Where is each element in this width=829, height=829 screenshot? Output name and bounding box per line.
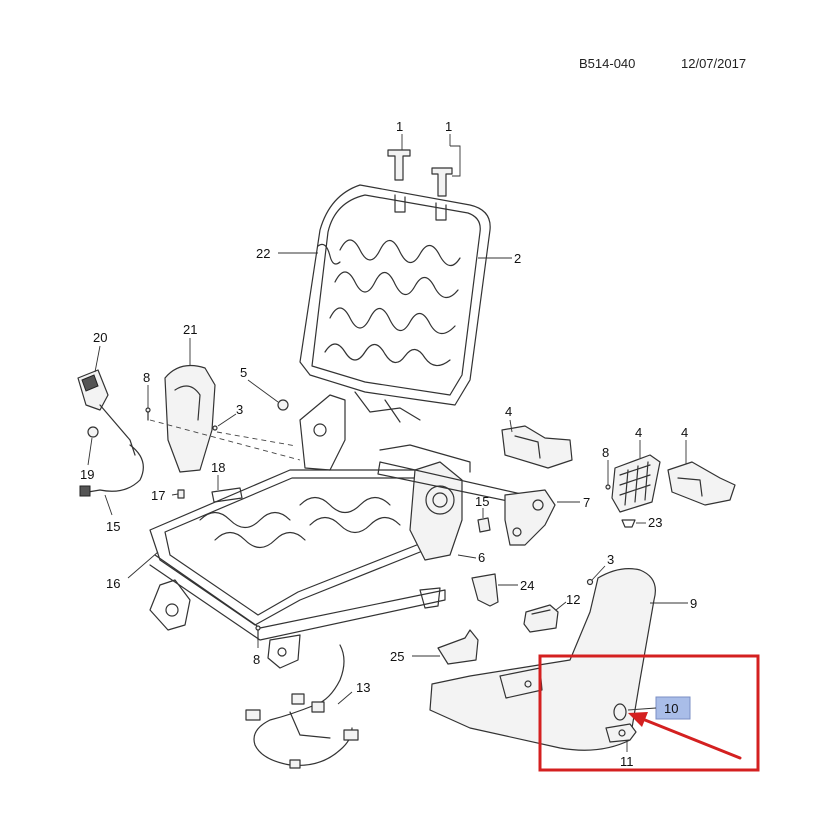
callout-15a: 15 [106, 519, 120, 534]
part-25-bracket [437, 629, 479, 665]
part-23-clip [621, 519, 636, 528]
callout-20: 20 [93, 330, 107, 345]
callout-18: 18 [211, 460, 225, 475]
callout-1b: 1 [445, 119, 452, 134]
callout-8a: 8 [143, 370, 150, 385]
callout-19: 19 [80, 467, 94, 482]
leader-lines [87, 134, 688, 752]
part-8-screw-left [145, 407, 151, 421]
part-11-lever [605, 723, 637, 743]
highlight-box [538, 654, 760, 772]
part-15-wiring-harness-left [79, 444, 144, 497]
callout-12: 12 [566, 592, 580, 607]
callout-13: 13 [356, 680, 370, 695]
part-13-wiring-harness-bottom [245, 644, 359, 769]
callout-11: 11 [620, 754, 634, 769]
part-3-screw-right [586, 578, 594, 586]
callout-2: 2 [514, 251, 521, 266]
part-9-outer-trim-panel [429, 568, 656, 751]
dashed-alignment-left [149, 419, 301, 461]
callout-17: 17 [151, 488, 165, 503]
part-6-recliner-side-plate [299, 394, 463, 561]
callout-21: 21 [183, 322, 197, 337]
part-4-bracket-right-mesh [611, 454, 661, 513]
dashed-alignment-cover [216, 431, 297, 447]
callout-4a: 4 [505, 404, 512, 419]
part-21-side-cover [164, 365, 216, 473]
part-12-switch [523, 604, 559, 633]
part-16-seat-cushion-frame [149, 469, 451, 669]
part-22-wire-clip [317, 243, 341, 265]
highlight-arrow [628, 712, 742, 760]
part-3-screw-left [212, 425, 218, 431]
callout-9: 9 [690, 596, 697, 611]
part-15-connector [477, 517, 491, 533]
callout-5: 5 [240, 365, 247, 380]
part-24-bracket [471, 573, 499, 607]
callout-3a: 3 [236, 402, 243, 417]
part-8-screw-right [605, 484, 611, 490]
part-18-trim [211, 487, 243, 503]
callout-4b: 4 [635, 425, 642, 440]
callout-8c: 8 [602, 445, 609, 460]
diagram-id: B514-040 [579, 56, 636, 71]
part-1-headrest-guide-left [387, 149, 411, 181]
callout-10: 10 [664, 701, 678, 716]
part-17-screw [177, 489, 185, 499]
callout-16: 16 [106, 576, 120, 591]
callout-6: 6 [478, 550, 485, 565]
part-19-buckle-bolt [87, 426, 99, 438]
callout-1a: 1 [396, 119, 403, 134]
callout-4c: 4 [681, 425, 688, 440]
part-1-headrest-guide-right [431, 145, 461, 197]
diagram-date: 12/07/2017 [681, 56, 747, 71]
part-4-bracket-right [667, 461, 736, 506]
part-4-bracket-center [501, 425, 573, 469]
callout-3b: 3 [607, 552, 614, 567]
part-10-knob [613, 703, 627, 721]
callout-24: 24 [520, 578, 534, 593]
callout-25: 25 [390, 649, 404, 664]
callout-8b: 8 [253, 652, 260, 667]
callout-7: 7 [583, 495, 590, 510]
callout-15b: 15 [475, 494, 489, 509]
callout-23: 23 [648, 515, 662, 530]
part-20-seat-belt-buckle [77, 369, 136, 456]
leader-10 [627, 707, 657, 711]
part-7-cross-tube-bracket [377, 444, 556, 546]
callout-22: 22 [256, 246, 270, 261]
part-2-seatback-frame [299, 184, 491, 423]
part-8-screw-bottom [255, 625, 261, 641]
part-5-bolt [277, 399, 289, 411]
